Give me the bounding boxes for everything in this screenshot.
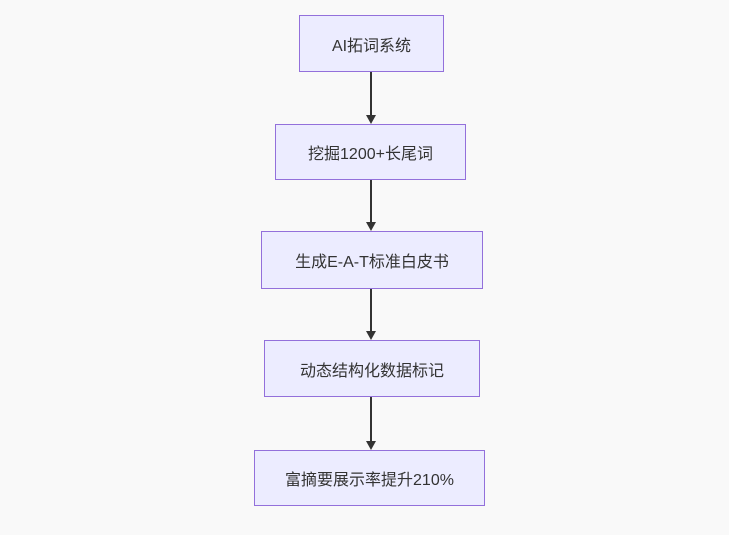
arrow-line [370, 180, 372, 223]
node-label: 挖掘1200+长尾词 [308, 146, 433, 163]
node-label: AI拓词系统 [331, 37, 412, 55]
node-label: 动态结构化数据标记 [299, 362, 444, 380]
flowchart-node-rich-snippet-result: 富摘要展示率提升210% [254, 450, 485, 506]
flow-arrow-1 [366, 72, 376, 124]
node-label: 生成E-A-T标准白皮书 [295, 254, 449, 271]
flow-arrow-3 [366, 289, 376, 340]
arrow-line [370, 397, 372, 442]
arrowhead-down-icon [366, 441, 376, 450]
arrowhead-down-icon [366, 222, 376, 231]
arrowhead-down-icon [366, 331, 376, 340]
flow-arrow-4 [366, 397, 376, 450]
flowchart-node-ai-word-expansion: AI拓词系统 [299, 15, 444, 72]
flowchart-node-eat-whitepaper: 生成E-A-T标准白皮书 [261, 231, 483, 289]
flowchart-node-structured-data-markup: 动态结构化数据标记 [264, 340, 480, 397]
flowchart-node-longtail-mining: 挖掘1200+长尾词 [275, 124, 466, 180]
arrow-line [370, 72, 372, 116]
flow-arrow-2 [366, 180, 376, 231]
arrow-line [370, 289, 372, 332]
node-label: 富摘要展示率提升210% [285, 472, 454, 489]
arrowhead-down-icon [366, 115, 376, 124]
